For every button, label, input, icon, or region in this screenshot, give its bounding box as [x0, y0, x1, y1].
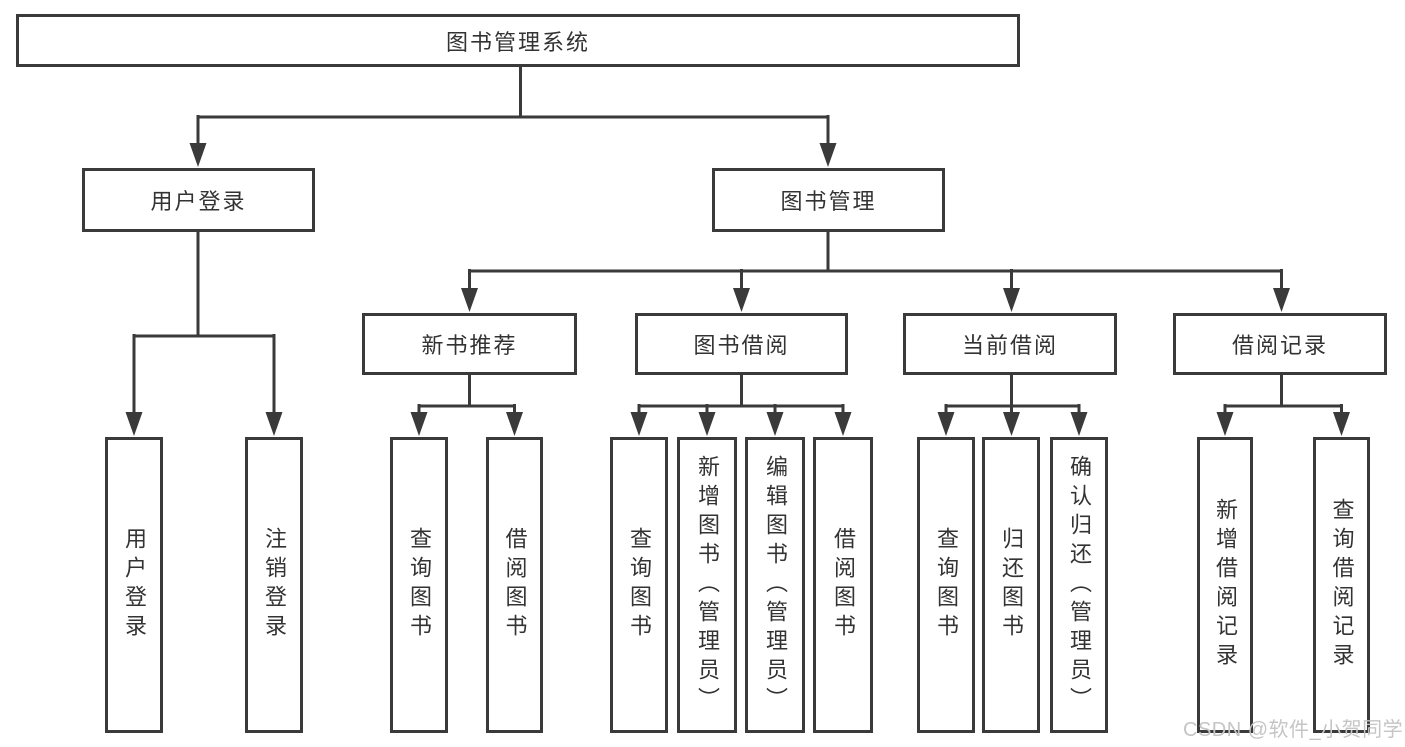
edge-bookmgmt-to-level3 [468, 230, 1283, 292]
node-label: 归还图书 [999, 527, 1024, 643]
edge-records-arrowheads [1216, 412, 1350, 436]
node-leaf-borrow-books-1: 借阅图书 [486, 437, 543, 733]
edge-userlogin-arrowheads [125, 412, 283, 436]
node-book-borrow: 图书借阅 [635, 313, 848, 375]
node-label: 新增图书（管理员） [695, 454, 720, 716]
node-leaf-logout: 注销登录 [245, 437, 303, 733]
node-label: 确认归还（管理员） [1067, 454, 1092, 716]
node-user-login: 用户登录 [82, 168, 315, 232]
node-leaf-user-login: 用户登录 [105, 437, 163, 733]
edge-bookmgmt-arrowheads [461, 288, 1290, 312]
node-leaf-return-book: 归还图书 [982, 437, 1040, 733]
node-leaf-query-books-1: 查询图书 [390, 437, 448, 733]
node-leaf-borrow-books-2: 借阅图书 [813, 437, 873, 733]
edge-current-to-leaves [944, 374, 1081, 416]
csdn-watermark: CSDN @软件_小贺同学 [1183, 719, 1404, 741]
edge-borrow-to-leaves [637, 374, 845, 416]
edge-current-arrowheads [937, 412, 1088, 436]
node-leaf-query-borrow-record: 查询借阅记录 [1313, 437, 1370, 733]
node-library-management-system: 图书管理系统 [16, 14, 1020, 67]
node-label: 查询借阅记录 [1329, 498, 1355, 672]
node-leaf-add-book-admin: 新增图书（管理员） [677, 437, 737, 733]
edge-records-to-leaves [1223, 374, 1343, 416]
node-leaf-query-books-2: 查询图书 [610, 437, 668, 733]
node-label: 借阅图书 [831, 527, 856, 643]
node-book-management: 图书管理 [712, 168, 945, 232]
edge-newrec-arrowheads [410, 412, 523, 436]
node-label: 用户登录 [122, 527, 147, 643]
node-leaf-confirm-return-admin: 确认归还（管理员） [1050, 437, 1108, 733]
edge-borrow-arrowheads [630, 412, 852, 436]
edge-root-to-level2 [196, 66, 830, 148]
node-label: 编辑图书（管理员） [763, 454, 788, 716]
node-label: 注销登录 [262, 527, 287, 643]
node-label: 查询图书 [627, 527, 652, 643]
node-current-borrow: 当前借阅 [903, 313, 1117, 375]
node-leaf-query-books-3: 查询图书 [917, 437, 975, 733]
edge-root-to-level2-arrowheads [189, 143, 837, 167]
node-label: 新增借阅记录 [1213, 498, 1238, 672]
edge-userlogin-to-leaves [132, 230, 276, 416]
node-leaf-edit-book-admin: 编辑图书（管理员） [745, 437, 805, 733]
edge-newrec-to-leaves [417, 374, 516, 416]
node-leaf-add-borrow-record: 新增借阅记录 [1197, 437, 1253, 733]
node-label: 查询图书 [934, 527, 959, 643]
node-new-book-recommend: 新书推荐 [362, 313, 577, 375]
node-label: 查询图书 [407, 527, 432, 643]
node-borrow-records: 借阅记录 [1173, 313, 1387, 375]
node-label: 借阅图书 [502, 527, 528, 643]
